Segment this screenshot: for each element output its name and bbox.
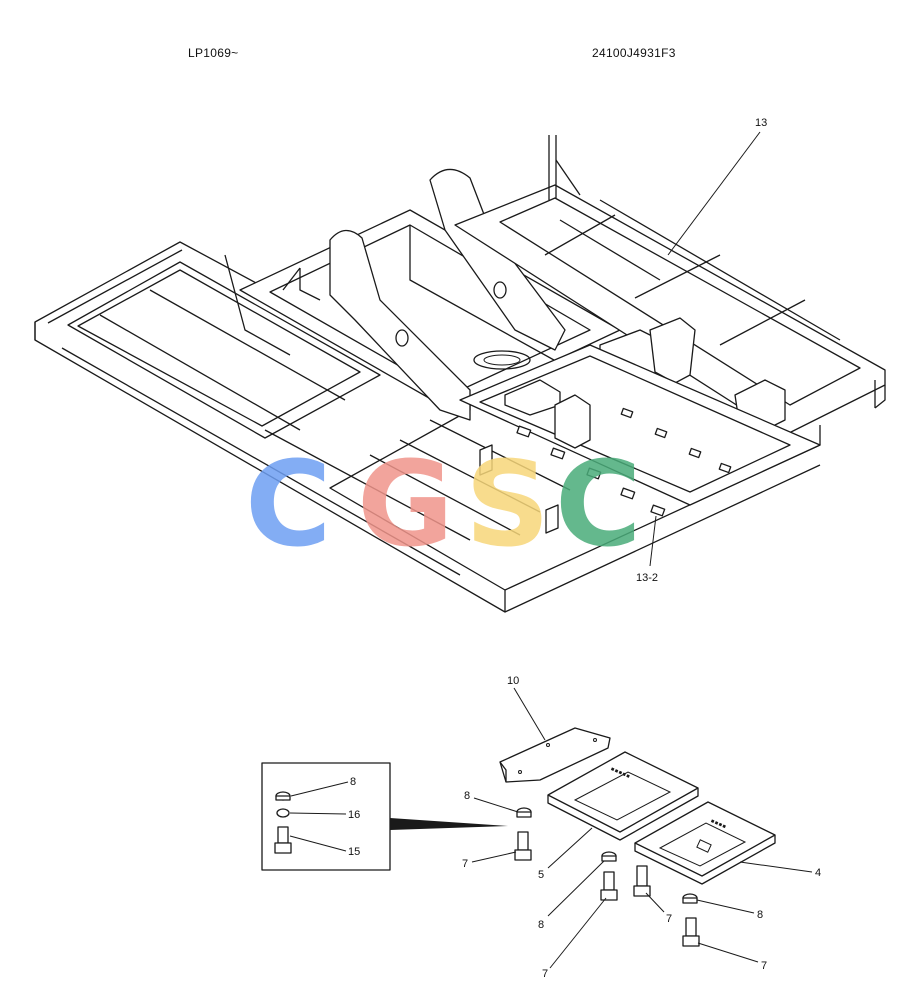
callout-washer-c: 8	[757, 909, 763, 921]
under-cover-drawing: ▪▪▪▪▪ ▪▪▪▪	[499, 727, 776, 947]
watermark-letter-c1: C	[245, 435, 332, 573]
callout-washer-b: 8	[538, 919, 544, 931]
watermark: C G S C	[245, 435, 642, 573]
fastener-inset	[261, 762, 508, 871]
callout-bolt-a: 7	[462, 858, 468, 870]
callout-plate-mid: 5	[538, 869, 544, 881]
callout-frame-sub: 13-2	[636, 572, 658, 584]
callout-inset-bolt: 15	[348, 846, 360, 858]
model-range-label: LP1069~	[188, 46, 239, 60]
leader-frame	[667, 131, 761, 256]
callout-bolt-c: 7	[666, 913, 672, 925]
watermark-letter-g: G	[357, 435, 454, 573]
callout-frame: 13	[755, 117, 767, 129]
callout-washer-a: 8	[464, 790, 470, 802]
callout-bolt-d: 7	[761, 960, 767, 972]
leader-frame-sub	[649, 515, 657, 567]
callout-inset-lockwasher: 16	[348, 809, 360, 821]
callout-plate-right: 4	[815, 867, 821, 879]
callout-bolt-b: 7	[542, 968, 548, 980]
main-frame-drawing	[34, 135, 886, 613]
watermark-letter-s: S	[465, 435, 550, 573]
watermark-letter-c2: C	[555, 435, 642, 573]
callout-cover-top: 10	[507, 675, 519, 687]
part-number-label: 24100J4931F3	[592, 46, 676, 60]
callout-inset-washer: 8	[350, 776, 356, 788]
